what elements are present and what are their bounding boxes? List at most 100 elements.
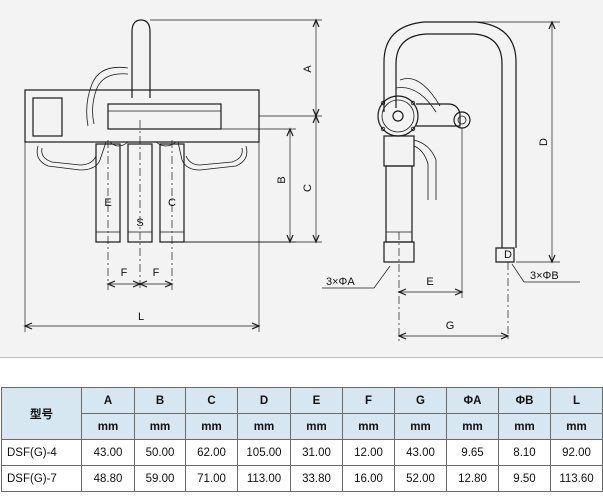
side-port-d-letter: D bbox=[504, 249, 512, 261]
nameplate bbox=[32, 97, 63, 137]
unit-cell: mm bbox=[185, 413, 238, 440]
table-units-row: mm mm mm mm mm mm mm mm mm mm bbox=[2, 413, 603, 440]
j-tube-outer bbox=[383, 21, 517, 248]
side-body-lower bbox=[383, 135, 415, 167]
unit-cell: mm bbox=[550, 413, 603, 440]
arrows-d bbox=[548, 20, 556, 264]
dim-label-d: D bbox=[538, 138, 550, 146]
value-cell: 62.00 bbox=[185, 439, 238, 466]
value-cell: 105.00 bbox=[237, 439, 291, 466]
value-cell: 43.00 bbox=[81, 439, 135, 466]
arrows-l bbox=[23, 322, 261, 330]
port-letter-c: C bbox=[168, 197, 176, 209]
callout-port-a: 3×ΦA bbox=[326, 276, 355, 288]
dim-label-c: C bbox=[302, 184, 314, 192]
value-cell: 12.80 bbox=[446, 465, 499, 492]
dim-label-e: E bbox=[426, 276, 433, 288]
table-header-row: 型号 A B C D E F G ΦA ΦB L bbox=[1, 387, 603, 440]
value-cell: 33.80 bbox=[290, 465, 343, 492]
value-cell: 8.10 bbox=[498, 439, 551, 466]
capillary-centre bbox=[109, 141, 129, 147]
capillary-right-inner bbox=[185, 147, 243, 166]
coil-inner bbox=[381, 99, 415, 133]
table-row: DSF(G)-7 48.80 59.00 71.00 113.00 33.80 … bbox=[1, 465, 603, 492]
capillary-loop-left bbox=[86, 66, 129, 127]
technical-drawing: E S C A C B F F bbox=[0, 0, 603, 358]
side-capillary-4 bbox=[413, 145, 429, 200]
table-row: DSF(G)-4 43.00 50.00 62.00 105.00 31.00 … bbox=[1, 439, 603, 466]
j-tube-inner bbox=[395, 33, 503, 248]
value-cell: 16.00 bbox=[342, 465, 395, 492]
col-header: L bbox=[550, 387, 603, 414]
port-letter-s: S bbox=[136, 217, 143, 229]
coil-screw-4 bbox=[410, 126, 416, 132]
capillary-loop-left-inner bbox=[92, 73, 129, 125]
col-header: A bbox=[81, 387, 135, 414]
pilot-valve-block bbox=[107, 103, 222, 130]
unit-cell: mm bbox=[290, 413, 343, 440]
dim-label-l: L bbox=[138, 311, 144, 323]
col-header: B bbox=[134, 387, 186, 414]
dim-label-f-left: F bbox=[121, 267, 128, 279]
value-cell: 12.00 bbox=[342, 439, 395, 466]
capillary-right bbox=[177, 141, 248, 171]
value-cell: 9.50 bbox=[498, 465, 551, 492]
unit-cell: mm bbox=[394, 413, 447, 440]
dim-label-b: B bbox=[276, 176, 288, 183]
unit-cell: mm bbox=[446, 413, 499, 440]
unit-cell: mm bbox=[342, 413, 395, 440]
model-cell: DSF(G)-4 bbox=[1, 439, 82, 466]
capillary-left bbox=[36, 141, 107, 171]
value-cell: 9.65 bbox=[446, 439, 499, 466]
col-header: G bbox=[394, 387, 447, 414]
value-cell: 59.00 bbox=[134, 465, 186, 492]
pilot-fitting bbox=[453, 111, 471, 129]
col-header: C bbox=[185, 387, 238, 414]
j-tube-end bbox=[495, 247, 515, 263]
model-header: 型号 bbox=[1, 387, 82, 440]
value-cell: 113.00 bbox=[237, 465, 291, 492]
arrows-c bbox=[312, 114, 320, 244]
dim-label-g: G bbox=[446, 320, 455, 332]
side-capillary-3 bbox=[413, 139, 437, 200]
spec-table: 型号 A B C D E F G ΦA ΦB L mm mm mm mm mm … bbox=[1, 387, 603, 492]
leader-b bbox=[511, 263, 525, 283]
side-view: D bbox=[377, 21, 517, 342]
arrows-f bbox=[106, 280, 174, 288]
pilot-fitting-inner bbox=[457, 115, 467, 125]
col-header: F bbox=[342, 387, 395, 414]
col-header: E bbox=[290, 387, 343, 414]
front-view-dimensions: A C B F F L bbox=[23, 18, 322, 332]
value-cell: 31.00 bbox=[290, 439, 343, 466]
front-view: E S C bbox=[24, 19, 260, 290]
capillary-centre-right bbox=[155, 141, 177, 147]
leader-a bbox=[373, 265, 391, 289]
valve-dimension-drawing: E S C A C B F F bbox=[23, 18, 580, 342]
arrows-e bbox=[397, 288, 464, 296]
col-header: D bbox=[237, 387, 291, 414]
dim-label-f-right: F bbox=[153, 267, 160, 279]
port-letter-e: E bbox=[104, 197, 111, 209]
value-cell: 43.00 bbox=[394, 439, 447, 466]
unit-cell: mm bbox=[498, 413, 551, 440]
unit-cell: mm bbox=[81, 413, 135, 440]
side-capillary-1 bbox=[399, 78, 441, 107]
value-cell: 50.00 bbox=[134, 439, 186, 466]
unit-cell: mm bbox=[237, 413, 291, 440]
col-header: ΦA bbox=[446, 387, 499, 414]
dim-label-a: A bbox=[302, 65, 314, 73]
side-view-dimensions: D E G 3×ΦA 3×ΦB bbox=[322, 20, 580, 342]
side-port-end bbox=[383, 241, 415, 263]
coil-screw-3 bbox=[380, 126, 386, 132]
value-cell: 92.00 bbox=[550, 439, 603, 466]
capillary-left-inner bbox=[41, 147, 97, 166]
arrows-g bbox=[397, 332, 510, 340]
model-cell: DSF(G)-7 bbox=[1, 465, 82, 492]
value-cell: 48.80 bbox=[81, 465, 135, 492]
pilot-connector bbox=[416, 103, 461, 127]
col-header: ΦB bbox=[498, 387, 551, 414]
unit-cell: mm bbox=[134, 413, 186, 440]
value-cell: 113.60 bbox=[550, 465, 603, 492]
arrows-b bbox=[286, 127, 294, 244]
coil-screw-2 bbox=[410, 100, 416, 106]
